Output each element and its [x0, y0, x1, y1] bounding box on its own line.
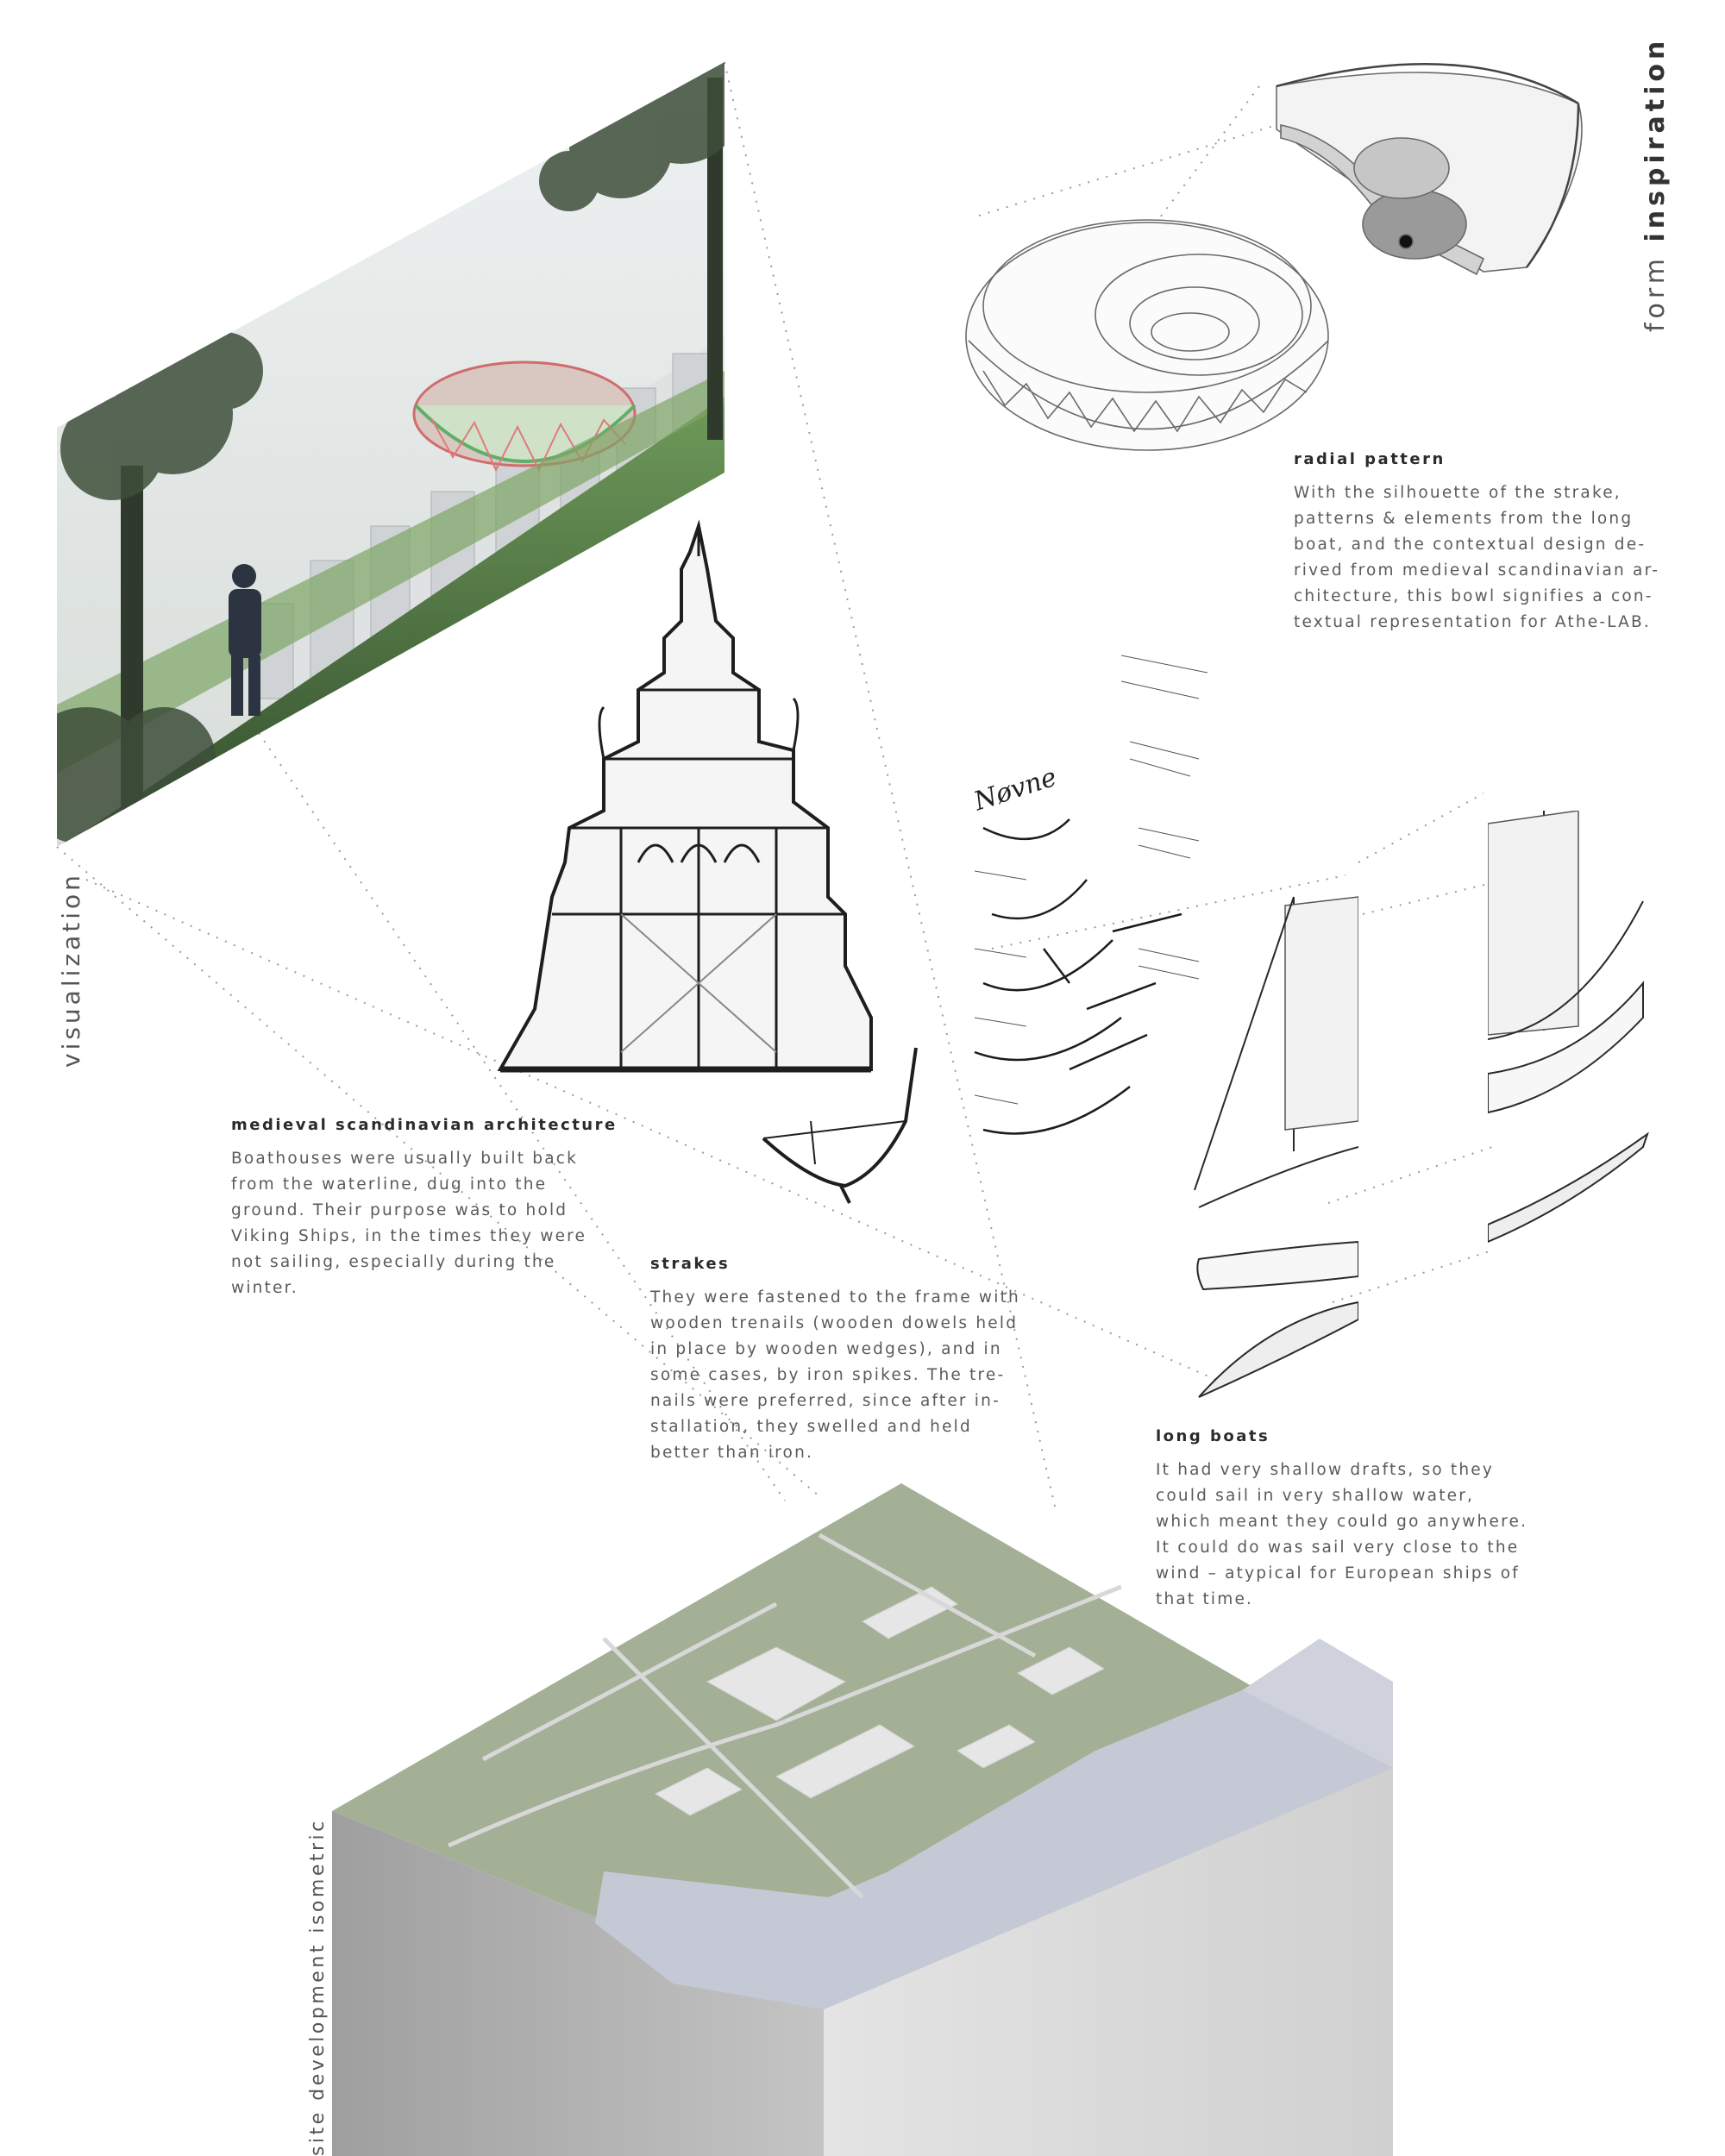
bowl-isometric-drawing: [965, 63, 1583, 451]
visualization-render: [57, 62, 724, 847]
radial-pattern-body: With the silhouette of the strake, patte…: [1294, 484, 1660, 631]
strake-profile: [762, 1047, 918, 1204]
radial-pattern-title: radial pattern: [1294, 450, 1446, 468]
form-inspiration-label: form inspiration: [1640, 37, 1671, 332]
strakes-section: strakes They were fastened to the frame …: [650, 1255, 1047, 1466]
site-isometric-block: [332, 1483, 1393, 2156]
form-label-bold: inspiration: [1640, 36, 1671, 242]
form-label-light: form: [1640, 254, 1671, 332]
visualization-label: visualization: [57, 872, 85, 1068]
long-boats-body: It had very shallow drafts, so they coul…: [1156, 1461, 1528, 1608]
stave-church-section: [497, 519, 873, 1073]
strakes-title: strakes: [650, 1255, 731, 1273]
long-boats-section: long boats It had very shallow drafts, s…: [1156, 1427, 1552, 1613]
strakes-body: They were fastened to the frame with woo…: [650, 1288, 1020, 1462]
medieval-architecture-section: medieval scandinavian architecture Boath…: [231, 1116, 628, 1301]
medieval-architecture-title: medieval scandinavian architecture: [231, 1116, 618, 1134]
radial-pattern-section: radial pattern With the silhouette of th…: [1294, 450, 1690, 636]
medieval-architecture-body: Boathouses were usually built back from …: [231, 1150, 587, 1297]
long-boats-title: long boats: [1156, 1427, 1270, 1445]
strake-sketch-sheet: [974, 655, 1208, 1135]
longboat-drawings: [1194, 811, 1649, 1398]
site-development-label: site development isometric: [307, 1818, 329, 2156]
